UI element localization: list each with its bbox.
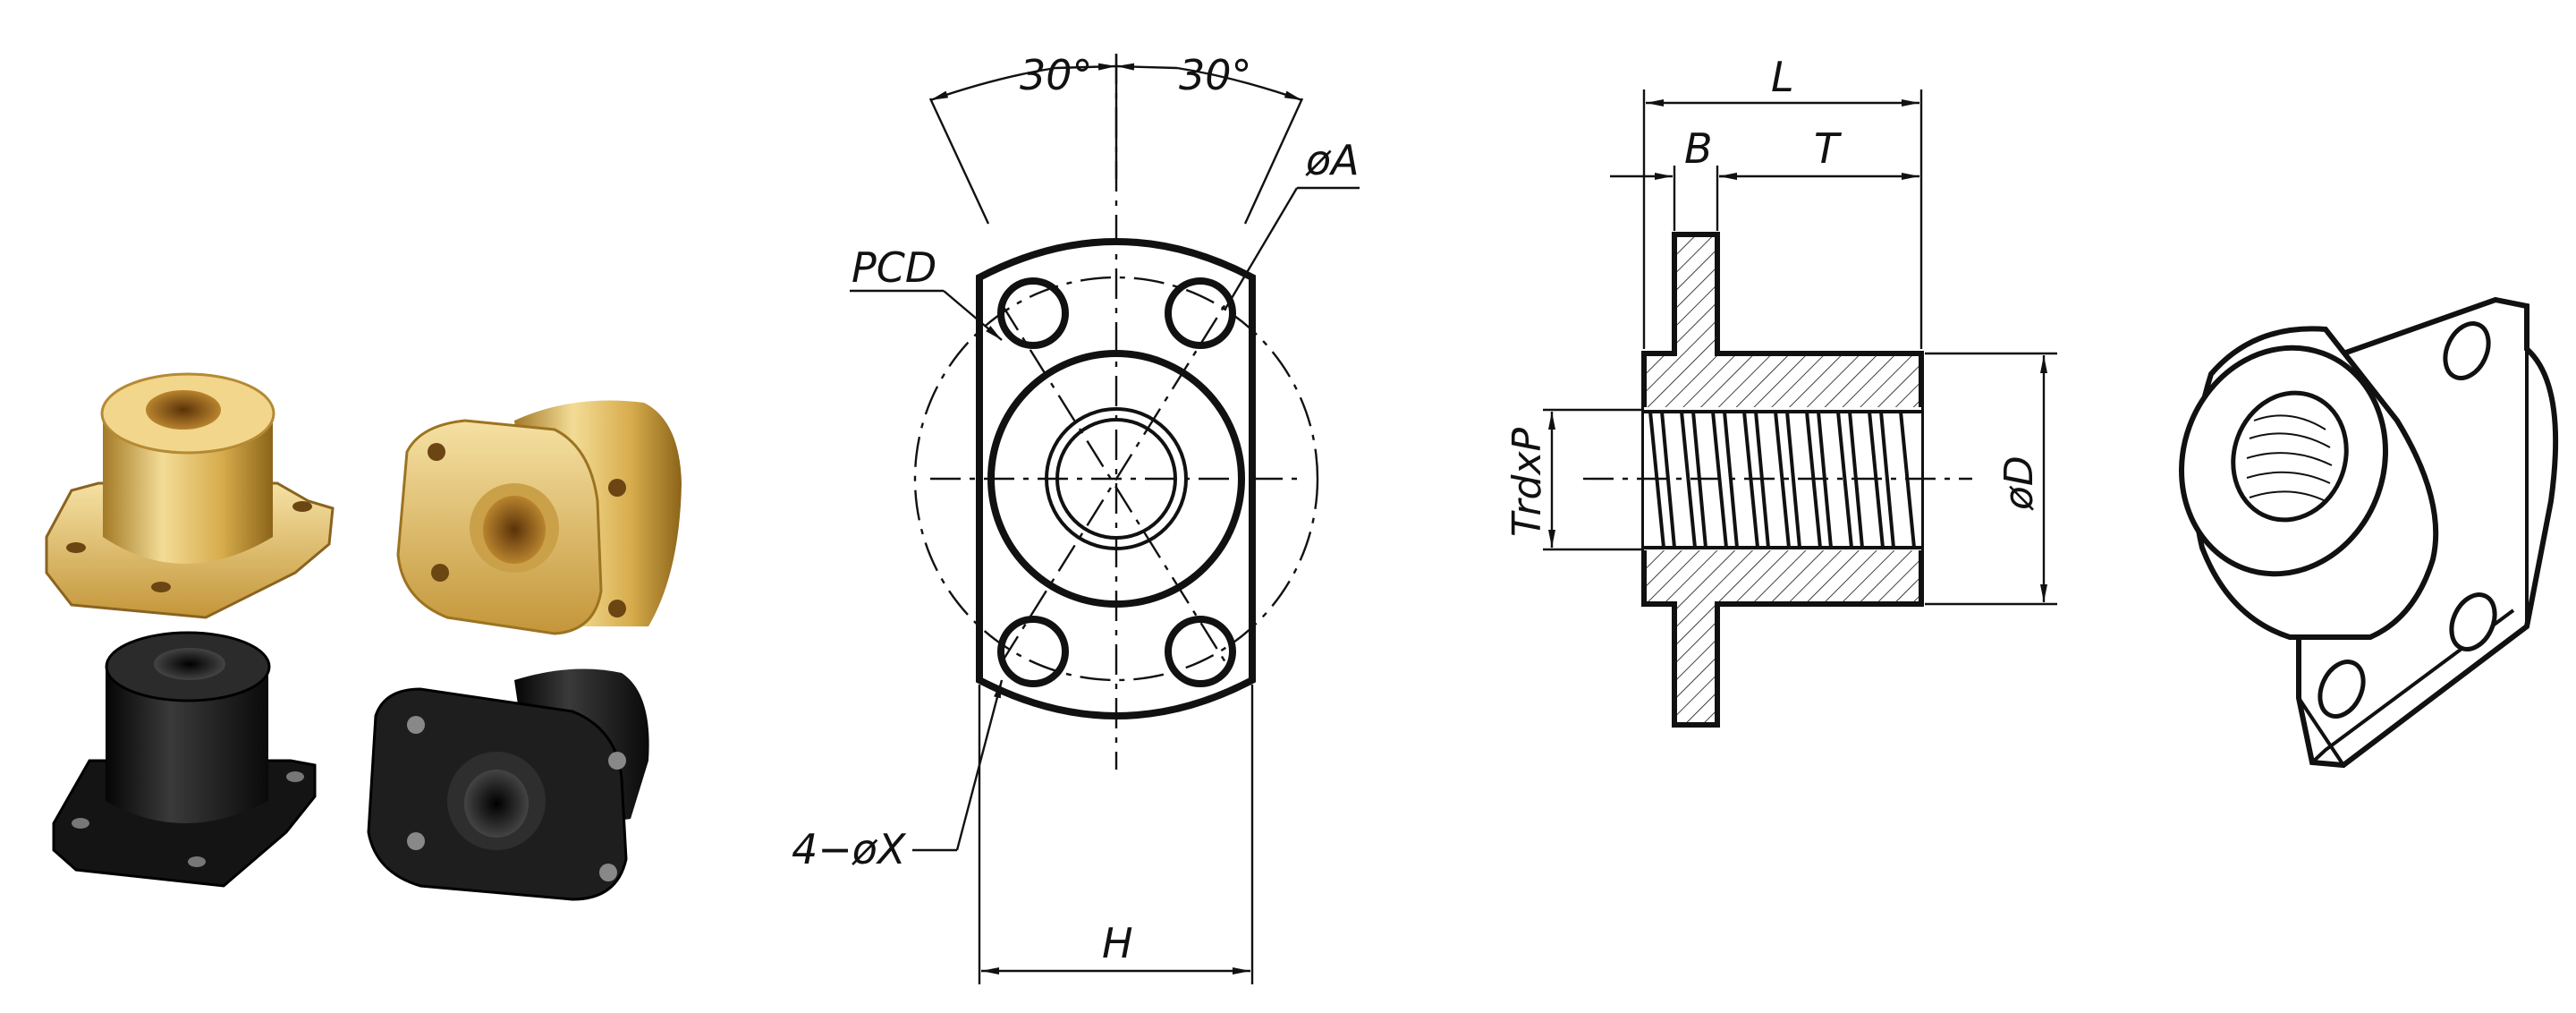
width-h-label: H (1102, 919, 1133, 967)
front-view-drawing: 30° 30° øA PCD 4−øX H (792, 51, 1360, 984)
flange-b-label: B (1684, 124, 1713, 173)
black-nut-flange-photo (367, 668, 649, 901)
thread-label: TrdxP (1504, 427, 1550, 537)
brass-nut-upright-photo (45, 372, 335, 619)
angle-left-label: 30° (1020, 51, 1093, 99)
holes-label: 4−øX (792, 825, 907, 873)
isometric-drawing (2179, 296, 2559, 769)
dia-a-label: øA (1305, 136, 1360, 184)
pcd-label: PCD (852, 243, 936, 292)
section-view-drawing: L B T TrdxP øD (1504, 53, 2057, 728)
body-t-label: T (1814, 124, 1843, 173)
dia-d-label: øD (1996, 455, 2042, 511)
brass-nut-flange-photo (396, 400, 682, 635)
product-photos (45, 372, 682, 901)
length-l-label: L (1771, 53, 1794, 101)
angle-right-label: 30° (1179, 51, 1252, 99)
black-nut-upright-photo (52, 631, 317, 888)
